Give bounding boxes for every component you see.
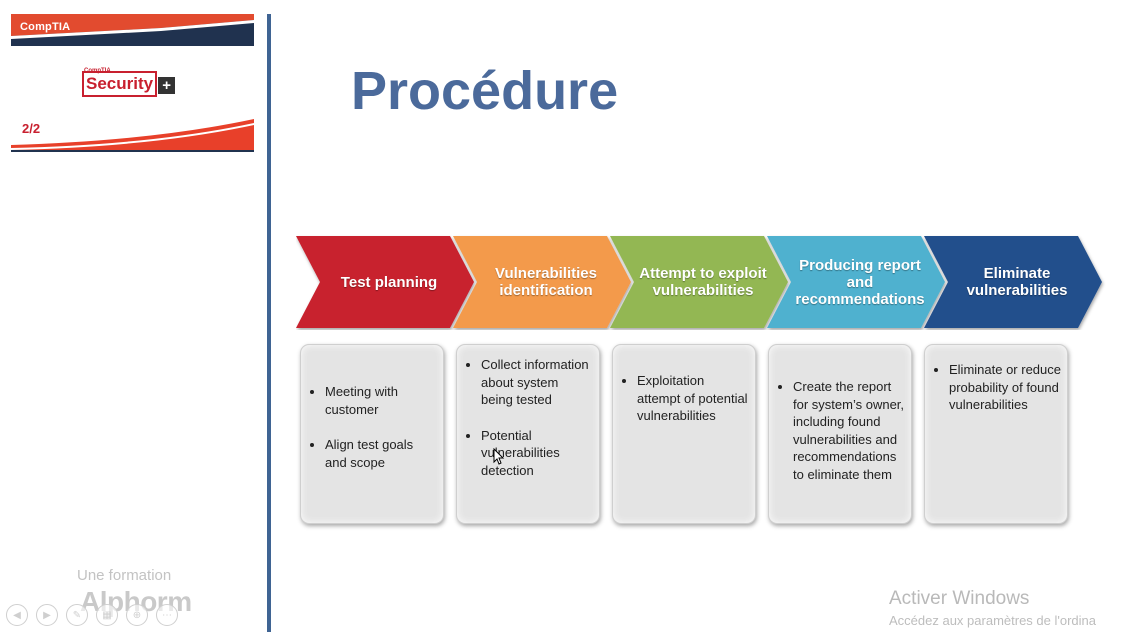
slide-counter: 2/2 — [22, 121, 41, 136]
step-chevron-2 — [453, 236, 631, 328]
step-details-list: Exploitation attempt of potential vulner… — [619, 372, 749, 425]
step-details-box-5: Eliminate or reduce probability of found… — [924, 344, 1068, 524]
more-icon[interactable]: ⋯ — [156, 604, 178, 626]
step-label-4: Producing report and recommendations — [795, 256, 925, 308]
brand-banner-bottom — [11, 119, 254, 152]
step-chevron-4 — [767, 236, 945, 328]
step-details-box-3: Exploitation attempt of potential vulner… — [612, 344, 756, 524]
activate-windows-title: Activer Windows — [889, 588, 1030, 609]
slide-thumbnail-panel: CompTIA CompTIA Security+ 2/2 Une format… — [0, 0, 268, 632]
slides-icon[interactable]: ▦ — [96, 604, 118, 626]
step-details-list: Meeting with customerAlign test goals an… — [307, 383, 437, 471]
step-detail-item: Eliminate or reduce probability of found… — [949, 361, 1061, 414]
step-details-list: Create the report for system’s owner, in… — [775, 378, 905, 483]
step-chevron-5 — [924, 236, 1102, 328]
step-details-box-1: Meeting with customerAlign test goals an… — [300, 344, 444, 524]
activate-windows-subtitle: Accédez aux paramètres de l'ordina — [889, 613, 1096, 628]
logo-plus: + — [158, 77, 176, 94]
pen-icon[interactable]: ✎ — [66, 604, 88, 626]
prev-icon[interactable]: ◀ — [6, 604, 28, 626]
brand-banner — [11, 14, 254, 46]
step-details-list: Collect information about system being t… — [463, 356, 593, 479]
sidebar-divider — [267, 14, 271, 632]
step-label-5: Eliminate vulnerabilities — [966, 265, 1068, 299]
step-detail-item: Create the report for system’s owner, in… — [793, 378, 905, 483]
step-detail-item: Collect information about system being t… — [481, 356, 593, 409]
play-icon[interactable]: ▶ — [36, 604, 58, 626]
mouse-cursor-icon — [493, 448, 505, 465]
step-label-2: Vulnerabilities identification — [495, 265, 597, 299]
comptia-brand-text: CompTIA — [20, 21, 71, 33]
process-chevrons — [296, 236, 1102, 328]
step-details-list: Eliminate or reduce probability of found… — [931, 361, 1061, 414]
presenter-controls: ◀ ▶ ✎ ▦ ⊕ ⋯ — [6, 604, 178, 626]
step-chevron-1 — [296, 236, 474, 328]
security-plus-logo: CompTIA Security+ — [82, 68, 176, 97]
logo-word: Security — [82, 71, 158, 97]
zoom-icon[interactable]: ⊕ — [126, 604, 148, 626]
formation-label: Une formation — [77, 567, 172, 584]
step-detail-item: Exploitation attempt of potential vulner… — [637, 372, 749, 425]
step-chevron-3 — [610, 236, 788, 328]
logo-small-text: CompTIA — [84, 68, 111, 74]
step-label-1: Test planning — [340, 273, 438, 291]
step-label-3: Attempt to exploit vulnerabilities — [639, 265, 767, 299]
slide-title: Procédure — [351, 61, 619, 121]
step-detail-item: Meeting with customer — [325, 383, 437, 418]
step-detail-item: Align test goals and scope — [325, 436, 437, 471]
step-details-box-4: Create the report for system’s owner, in… — [768, 344, 912, 524]
step-details-box-2: Collect information about system being t… — [456, 344, 600, 524]
